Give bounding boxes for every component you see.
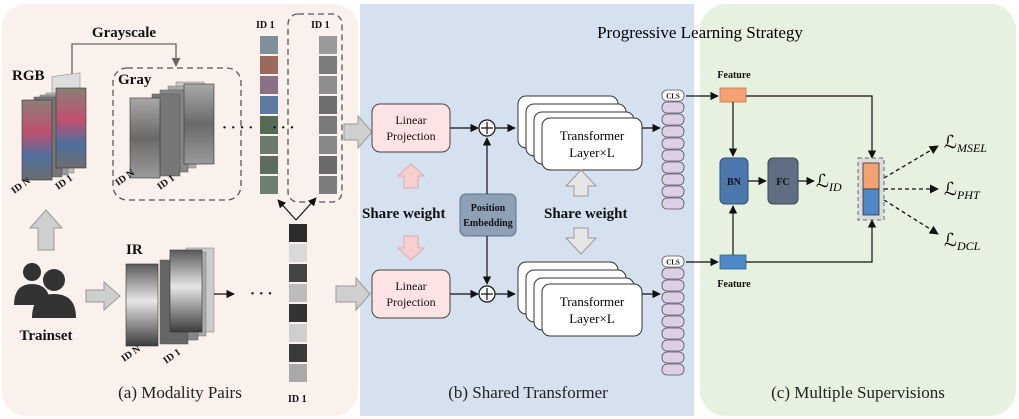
gray-image-column (319, 36, 337, 194)
grayscale-label: Grayscale (92, 25, 156, 41)
gray-image-stack (129, 81, 215, 179)
patch-token (661, 173, 685, 186)
position-embedding-box (459, 193, 517, 237)
ir-label: IR (126, 242, 143, 258)
transformer-stack-bottom (517, 261, 643, 337)
trainset-label: Trainset (19, 328, 72, 344)
patch-token (661, 267, 685, 280)
patch-token (661, 315, 685, 328)
ir-to-gray-arrow (295, 197, 317, 221)
panel-b-background (360, 4, 694, 416)
loss-id: ℒID (816, 171, 842, 194)
cls-token (661, 255, 685, 268)
plus-node-top-sign (481, 122, 493, 134)
panel-c-caption: (c) Multiple Supervisions (771, 383, 945, 402)
patch-token (661, 339, 685, 352)
gray-dashed-box (112, 67, 242, 201)
plus-node-bottom-sign (481, 288, 493, 300)
ir-dots: · · · (250, 286, 273, 302)
token-column-bottom: CLS (661, 255, 685, 376)
concat-feature-orange (862, 162, 880, 190)
ir-image-stack (125, 247, 215, 347)
share-weight-down-arrow (396, 235, 426, 261)
cls-token-label: CLS (666, 93, 680, 101)
patch-token (661, 161, 685, 174)
rgb-image-column (260, 36, 278, 194)
feature-bottom-box (719, 254, 747, 270)
concat-to-dcl (883, 199, 939, 235)
patch-token (661, 149, 685, 162)
panel-a-caption: (a) Modality Pairs (118, 383, 242, 402)
position-embedding-line1: Position (471, 203, 506, 214)
ir-column-id: ID 1 (288, 394, 307, 405)
rgb-image-stack (21, 72, 87, 181)
cls-token (661, 89, 685, 102)
patch-token (661, 351, 685, 364)
patch-token (661, 363, 685, 376)
patch-token (661, 125, 685, 138)
share-weight-up-arrow (396, 163, 426, 189)
trainset-icon (14, 263, 76, 318)
patch-token (661, 291, 685, 304)
top-input-arrow (343, 114, 373, 150)
loss-pht: ℒPHT (944, 179, 981, 202)
bottom-input-arrow (335, 276, 371, 312)
transformer-share-down-arrow (564, 227, 598, 255)
linear-projection-bottom (371, 269, 451, 319)
feature-bottom-label: Feature (717, 279, 751, 290)
feature-top-label: Feature (717, 70, 751, 81)
patch-token (661, 113, 685, 126)
transformer-stack-top (517, 95, 643, 171)
position-embedding-line2: Embedding (463, 218, 512, 229)
transformer-top-line1: Transformer (560, 128, 625, 143)
patch-token (661, 279, 685, 292)
patch-token (661, 101, 685, 114)
patch-token (661, 303, 685, 316)
patch-token (661, 137, 685, 150)
linear-projection-top-line2: Projection (386, 129, 435, 143)
transformer-bottom-line1: Transformer (560, 294, 625, 309)
ir-image-column (289, 224, 307, 382)
feature-top-to-concat (746, 95, 877, 159)
concat-feature-blue (862, 188, 880, 216)
linear-projection-bottom-line1: Linear (395, 279, 426, 293)
trainset-to-rgb-arrow (28, 209, 64, 251)
linear-projection-top (371, 103, 451, 153)
bn-label: BN (727, 177, 742, 188)
transformer-bottom-line2: Layer×L (569, 311, 615, 326)
rgb-column-id: ID 1 (256, 20, 275, 31)
share-weight-right-label: Share weight (544, 206, 627, 222)
patch-token (661, 185, 685, 198)
transformer-top-line2: Layer×L (569, 145, 615, 160)
panel-b-caption: (b) Shared Transformer (448, 383, 608, 402)
linear-projection-top-line1: Linear (395, 113, 426, 127)
loss-dcl: ℒDCL (944, 230, 981, 253)
panel-c-title: Progressive Learning Strategy (597, 23, 803, 42)
share-weight-left-label: Share weight (362, 206, 445, 222)
transformer-share-up-arrow (564, 169, 598, 197)
column-dots: · · · (272, 120, 295, 136)
grayscale-arrow (71, 43, 181, 80)
concat-to-msel (883, 145, 939, 179)
fc-label: FC (776, 177, 789, 188)
gray-label: Gray (118, 72, 152, 88)
feature-bottom-to-concat (746, 219, 877, 263)
gray-dots: · · · · (222, 120, 253, 136)
linear-projection-bottom-line2: Projection (386, 295, 435, 309)
rgb-label: RGB (12, 68, 45, 84)
trainset-to-ir-arrow (85, 280, 121, 312)
patch-token (661, 327, 685, 340)
feature-top-box (719, 87, 747, 103)
loss-msel: ℒMSEL (944, 132, 987, 155)
ir-to-gray-arrow-2 (277, 199, 297, 221)
token-column-top: CLS (661, 89, 685, 210)
gray-column-id: ID 1 (311, 20, 330, 31)
cls-token-label: CLS (666, 259, 680, 267)
patch-token (661, 197, 685, 210)
